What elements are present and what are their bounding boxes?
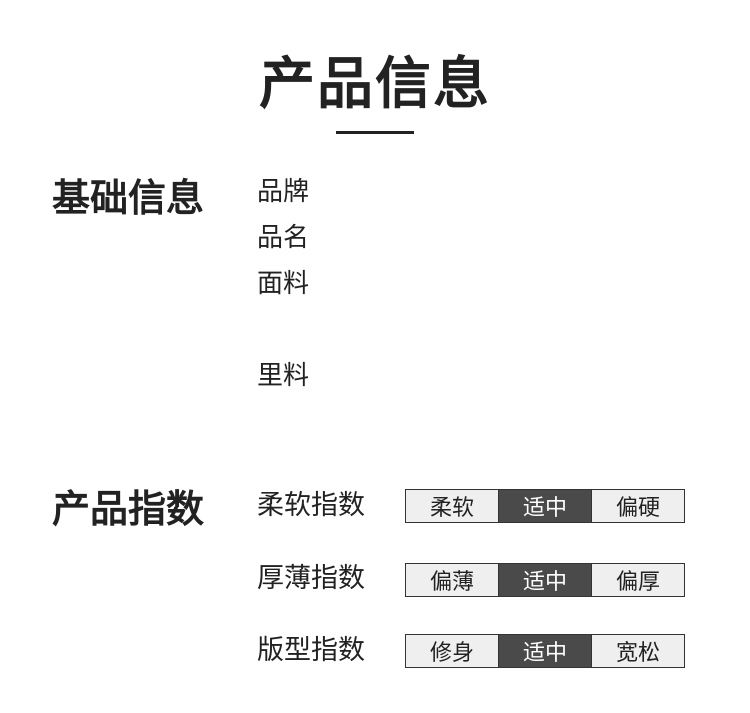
product-index-heading: 产品指数 [52,487,205,531]
scale-option-medium: 适中 [499,490,592,522]
softness-index-label: 柔软指数 [257,490,365,521]
scale-option-soft: 柔软 [406,490,499,522]
scale-option-thick: 偏厚 [592,564,684,596]
field-label-brand: 品牌 [257,177,310,207]
scale-option-thin: 偏薄 [406,564,499,596]
fit-index-label: 版型指数 [257,635,365,666]
basic-info-heading: 基础信息 [52,176,205,220]
thickness-index-scale: 偏薄 适中 偏厚 [405,563,685,597]
title-underline [336,131,414,134]
field-label-lining: 里料 [257,361,310,391]
scale-option-medium: 适中 [499,564,592,596]
scale-option-loose: 宽松 [592,635,684,667]
thickness-index-label: 厚薄指数 [257,563,365,594]
fit-index-scale: 修身 适中 宽松 [405,634,685,668]
page-title: 产品信息 [259,52,491,117]
field-label-fabric: 面料 [257,269,310,299]
field-label-product-name: 品名 [257,223,310,253]
scale-option-slim: 修身 [406,635,499,667]
scale-option-medium: 适中 [499,635,592,667]
softness-index-scale: 柔软 适中 偏硬 [405,489,685,523]
scale-option-firm: 偏硬 [592,490,684,522]
